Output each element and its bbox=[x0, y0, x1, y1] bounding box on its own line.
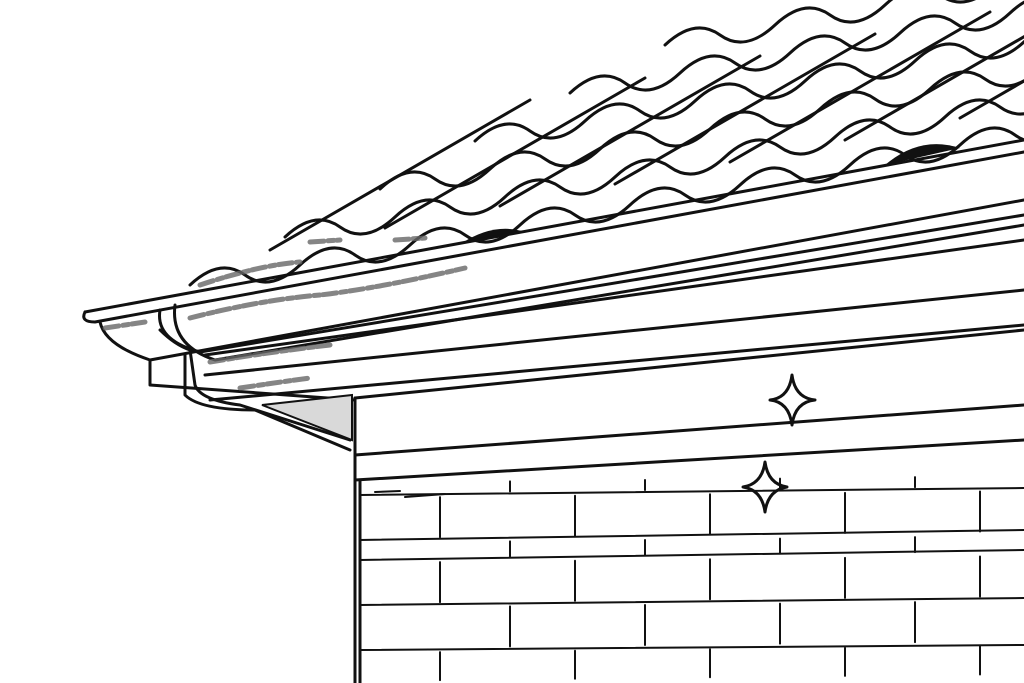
tile-row bbox=[188, 126, 1024, 287]
mortar-line bbox=[359, 597, 1024, 606]
mortar-line bbox=[359, 529, 1024, 541]
tile-row bbox=[568, 0, 1024, 95]
tile-ridge-line bbox=[498, 54, 762, 208]
brick-wall bbox=[359, 476, 1024, 682]
fascia-and-wall bbox=[353, 328, 1024, 683]
sparkle-icon bbox=[768, 373, 817, 427]
tile-row bbox=[663, 0, 976, 47]
tile-ridge-line bbox=[613, 32, 877, 186]
tile-ridge-line bbox=[843, 34, 1024, 142]
mortar-line bbox=[359, 644, 1024, 651]
sparkle-icon bbox=[741, 460, 789, 514]
tile-ridge-line bbox=[268, 98, 532, 252]
roof-tiles bbox=[188, 0, 1024, 287]
gutter bbox=[82, 138, 1024, 452]
mortar-line bbox=[359, 487, 1024, 496]
tile-row bbox=[473, 39, 1024, 143]
soffit-shadow bbox=[261, 393, 353, 442]
mortar-line bbox=[359, 549, 1024, 561]
tile-ridge-line bbox=[383, 76, 647, 230]
tile-row bbox=[378, 70, 1024, 191]
tile-ridge-line bbox=[728, 10, 992, 164]
stains bbox=[102, 235, 468, 391]
tile-ridge-line bbox=[958, 79, 1024, 120]
scratch-marks bbox=[374, 490, 446, 498]
